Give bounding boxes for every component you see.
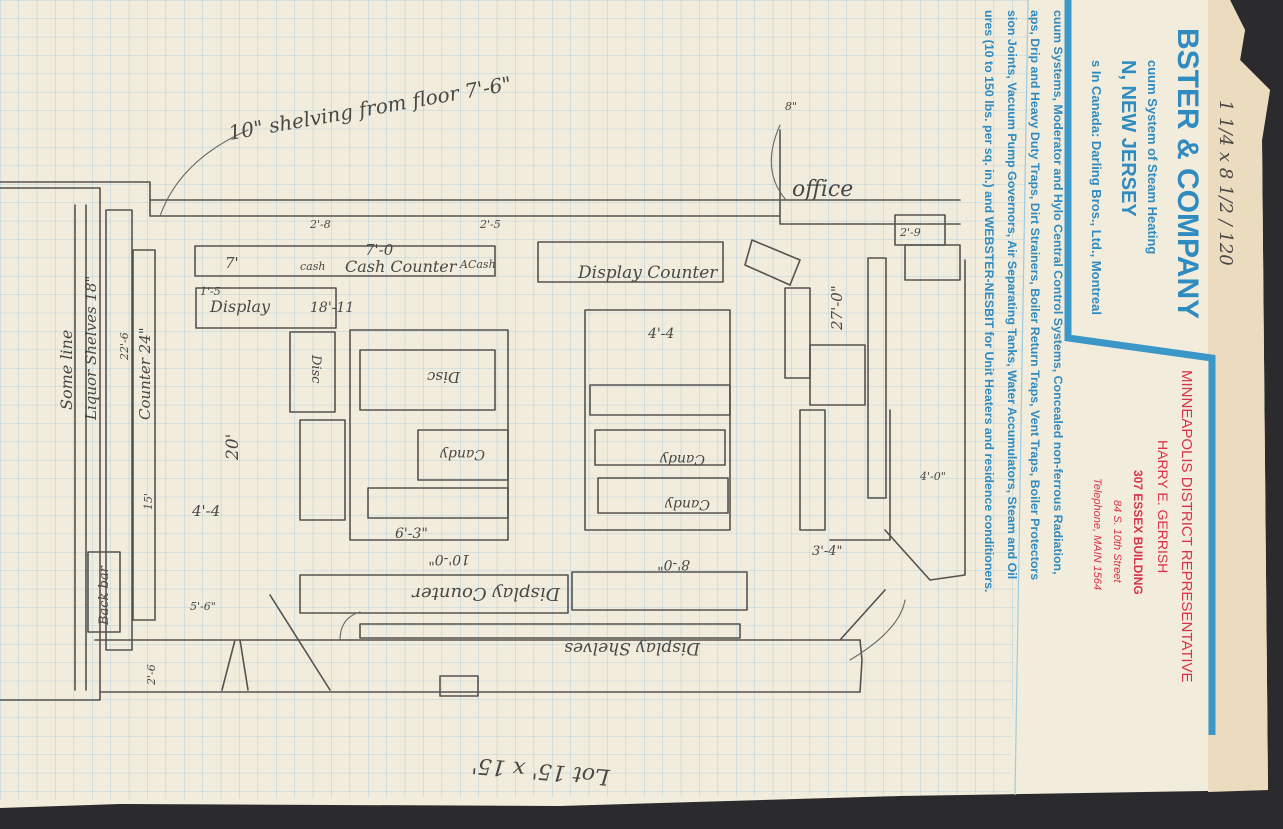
letterhead-company: BSTER & COMPANY (1171, 28, 1204, 319)
products-line-1: cuum Systems, Moderator and Hylo Central… (1051, 10, 1065, 575)
label-candy-1: Candy (439, 446, 485, 462)
district-name: HARRY E. GERRISH (1155, 440, 1171, 573)
label-display-shelves: Display Shelves (564, 638, 701, 658)
dim-8: 8" (785, 100, 797, 113)
products-line-4: ures (10 to 150 lbs. per sq. in.) and WE… (982, 10, 996, 592)
letterhead-system: cuum System of Steam Heating (1145, 60, 1160, 254)
dim-4-4-a: 4'-4 (191, 502, 220, 520)
dim-10-0: 10'-0" (428, 551, 470, 567)
label-display-left: Display (209, 297, 271, 316)
district-street: 84 S. 10th Street (1111, 500, 1123, 583)
district-building: 307 ESSEX BUILDING (1131, 470, 1145, 595)
dim-7ft: 7' (225, 254, 239, 272)
letterhead-city: N, NEW JERSEY (1117, 60, 1139, 217)
dim-2-5: 2'-5 (479, 218, 501, 231)
dim-18-11: 18'-11 (310, 300, 354, 316)
dim-27-0: 27'-0" (828, 285, 846, 331)
label-liquor-shelves: Liquor Shelves 18" (82, 276, 100, 421)
label-disc-2: Disc (308, 354, 323, 384)
label-display-bottom: Display Counter (411, 583, 561, 604)
dim-6-3: 6'-3" (395, 526, 428, 542)
dim-2-9: 2'-9 (899, 226, 921, 239)
dim-20: 20' (223, 434, 243, 461)
dim-3-4: 3'-4" (812, 544, 843, 559)
label-office: office (792, 177, 853, 202)
label-candy-2: Candy (659, 451, 705, 467)
label-display-counter-top: Display Counter (577, 263, 718, 283)
dim-22-6: 22'-6 (118, 332, 131, 361)
letterhead-border (1064, 0, 1216, 735)
dim-1-5: 1'-5 (200, 285, 221, 298)
dim-4-4-b: 4'-4 (647, 326, 674, 342)
label-cash-counter: Cash Counter (345, 257, 458, 276)
dim-8-0: 8'-0" (657, 556, 690, 572)
label-cash-left: cash (300, 260, 325, 273)
dim-5-6: 5'-6" (190, 600, 216, 613)
label-candy-3: Candy (664, 496, 710, 512)
label-disc-1: Disc (426, 368, 461, 386)
dim-4-0: 4'-0" (919, 470, 946, 483)
graph-grid (0, 0, 1030, 800)
label-cash-right: ACash (459, 258, 496, 271)
products-line-3: sion Joints, Vacuum Pump Governors, Air … (1005, 10, 1019, 579)
dim-15: 15' (142, 493, 155, 510)
label-back-bar: Back bar (97, 565, 112, 626)
dim-7-0: 7'-0 (365, 241, 394, 259)
label-counter-24: Counter 24" (136, 327, 154, 420)
district-title: MINNEAPOLIS DISTRICT REPRESENTATIVE (1178, 370, 1195, 683)
floor-plan (0, 124, 966, 701)
dim-2-8: 2'-8 (309, 218, 331, 231)
letterhead: BSTER & COMPANY cuum System of Steam Hea… (982, 10, 1204, 683)
letterhead-canada: s In Canada: Darling Bros., Ltd., Montre… (1089, 60, 1104, 315)
margin-fraction: 1 1/4 x 8 1/2 / 120 (1215, 100, 1236, 266)
dim-2-6: 2'-6 (145, 664, 158, 686)
label-some-line: Some line (57, 330, 76, 410)
products-line-2: aps, Drip and Heavy Duty Traps, Dirt Str… (1028, 10, 1042, 580)
district-phone: Telephone, MAIN 1564 (1091, 478, 1103, 590)
